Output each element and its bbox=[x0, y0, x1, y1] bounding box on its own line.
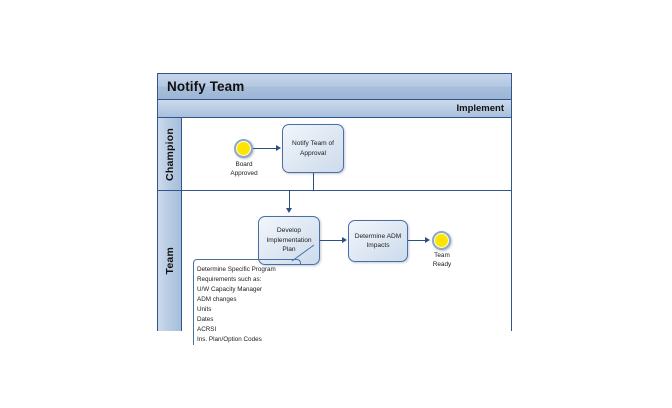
lane-team: Team Develop Implementation Plan Determi… bbox=[158, 191, 511, 331]
annotation-line: Requirements such as: bbox=[197, 275, 262, 283]
pool-title-bar: Notify Team bbox=[158, 74, 511, 100]
lane-label-champion: Champion bbox=[163, 127, 176, 181]
flow-board-approved-to-notify bbox=[253, 148, 278, 149]
task-determine-line1: Determine ADM bbox=[354, 232, 402, 240]
start-event-board-approved-label: Board Approved bbox=[212, 161, 276, 178]
task-develop-line3: Plan bbox=[282, 246, 296, 254]
flow-arrowhead-right-2 bbox=[342, 237, 347, 243]
phase-band: Implement bbox=[158, 100, 511, 118]
task-develop-line2: Implementation bbox=[266, 236, 312, 244]
phase-label: Implement bbox=[456, 103, 504, 114]
annotation-text-block: Determine Specific Program Requirements … bbox=[193, 263, 301, 345]
flow-develop-to-determine bbox=[320, 240, 344, 241]
flow-notify-to-develop-lower bbox=[289, 191, 290, 210]
annotation-line: U/W Capacity Manager bbox=[197, 285, 263, 293]
annotation-association-line bbox=[291, 244, 315, 262]
flow-arrowhead-down bbox=[286, 208, 292, 213]
start-event-label-line1: Board bbox=[235, 161, 253, 168]
bpmn-pool: Notify Team Implement Champion Board App… bbox=[157, 73, 512, 331]
lane-header-team: Team bbox=[158, 191, 182, 331]
flow-notify-to-develop-upper bbox=[313, 173, 314, 191]
end-event-label-line1: Team bbox=[434, 252, 450, 259]
flow-arrowhead-right bbox=[276, 145, 281, 151]
lane-label-team: Team bbox=[163, 247, 176, 275]
flow-arrowhead-right-3 bbox=[425, 237, 430, 243]
task-notify-line1: Notify Team of bbox=[291, 140, 335, 148]
lane-header-champion: Champion bbox=[158, 118, 182, 190]
task-develop-line1: Develop bbox=[276, 227, 302, 235]
pool-title-label: Notify Team bbox=[167, 79, 245, 94]
task-notify-line2: Approval bbox=[299, 149, 327, 157]
task-determine-line2: Impacts bbox=[366, 242, 390, 249]
start-event-board-approved[interactable] bbox=[234, 139, 253, 158]
annotation-bracket bbox=[193, 259, 301, 264]
task-notify-team-of-approval[interactable]: Notify Team of Approval bbox=[282, 124, 344, 173]
annotation-note: Determine Specific Program Requirements … bbox=[193, 259, 301, 345]
flow-determine-to-team-ready bbox=[408, 240, 427, 241]
end-event-label-line2: Ready bbox=[432, 260, 452, 268]
annotation-line: ACRSI bbox=[197, 325, 217, 333]
lane-body-team: Develop Implementation Plan Determine AD… bbox=[182, 191, 511, 331]
task-develop-implementation-plan[interactable]: Develop Implementation Plan bbox=[258, 216, 320, 265]
end-event-team-ready-label: Team Ready bbox=[410, 252, 474, 269]
start-event-label-line2: Approved bbox=[230, 169, 258, 177]
annotation-line: ADM changes bbox=[197, 295, 237, 303]
lane-body-champion: Board Approved Notify Team of Approval bbox=[182, 118, 511, 191]
end-event-team-ready[interactable] bbox=[432, 231, 451, 250]
annotation-line: Ins. Plan/Option Codes bbox=[197, 335, 262, 343]
annotation-line: Determine Specific Program bbox=[197, 266, 276, 273]
annotation-line: Dates bbox=[197, 315, 214, 323]
task-determine-adm-impacts[interactable]: Determine ADM Impacts bbox=[348, 220, 408, 262]
lane-champion: Champion Board Approved Notify Team of A… bbox=[158, 118, 511, 191]
annotation-line: Units bbox=[197, 305, 212, 313]
